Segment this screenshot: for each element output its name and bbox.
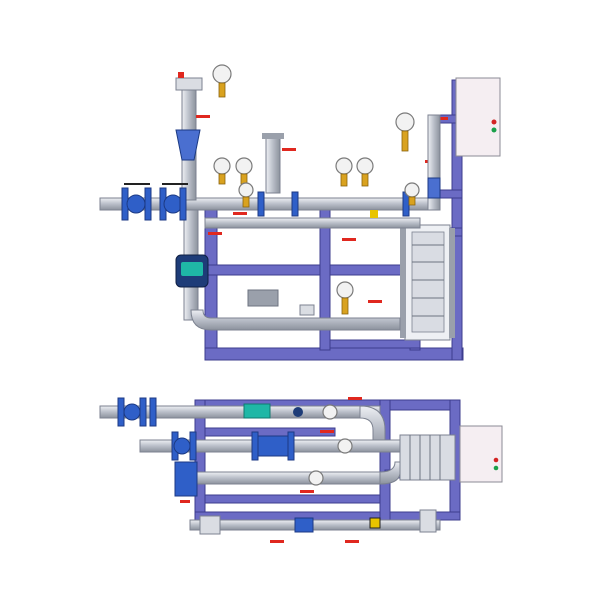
- circulation-pump: [175, 254, 209, 288]
- gauge-icon: [404, 182, 420, 206]
- check-valve-icon: [427, 177, 441, 199]
- gauge-icon: [356, 157, 374, 187]
- gauge-icon: [335, 157, 353, 187]
- front-view: [99, 64, 501, 361]
- valve-handles-top: [180, 397, 362, 543]
- gauge-icon: [212, 64, 232, 98]
- gauge-icon: [308, 470, 324, 486]
- air-vent: [262, 133, 284, 194]
- top-strainer: [174, 461, 198, 497]
- gauge-icon: [337, 438, 353, 454]
- return-loop: [175, 209, 401, 331]
- actuator-box: [247, 289, 279, 307]
- inlet-valves: [121, 183, 188, 221]
- top-pump: [243, 403, 271, 419]
- gauge-icon: [238, 182, 254, 208]
- status-green-indicator: [491, 127, 497, 133]
- gauge-icon: [336, 281, 354, 315]
- gauge-icon: [213, 157, 231, 185]
- gauge-icon: [235, 157, 253, 185]
- gauge-icon: [395, 112, 415, 152]
- pressure-gauges-front: [212, 64, 420, 315]
- support-frame: [204, 79, 464, 361]
- top-heat-exchanger: [399, 434, 456, 481]
- plate-heat-exchanger: [400, 224, 455, 341]
- control-cabinet: [455, 77, 501, 157]
- top-cabinet: [459, 425, 503, 483]
- gauge-icon: [322, 404, 338, 420]
- y-strainer-icon: [175, 129, 201, 161]
- vertical-riser: [175, 72, 203, 201]
- status-red-indicator: [491, 119, 497, 125]
- top-view: [99, 397, 503, 543]
- pressure-gauges-top: [308, 404, 353, 486]
- top-valves: [117, 397, 381, 529]
